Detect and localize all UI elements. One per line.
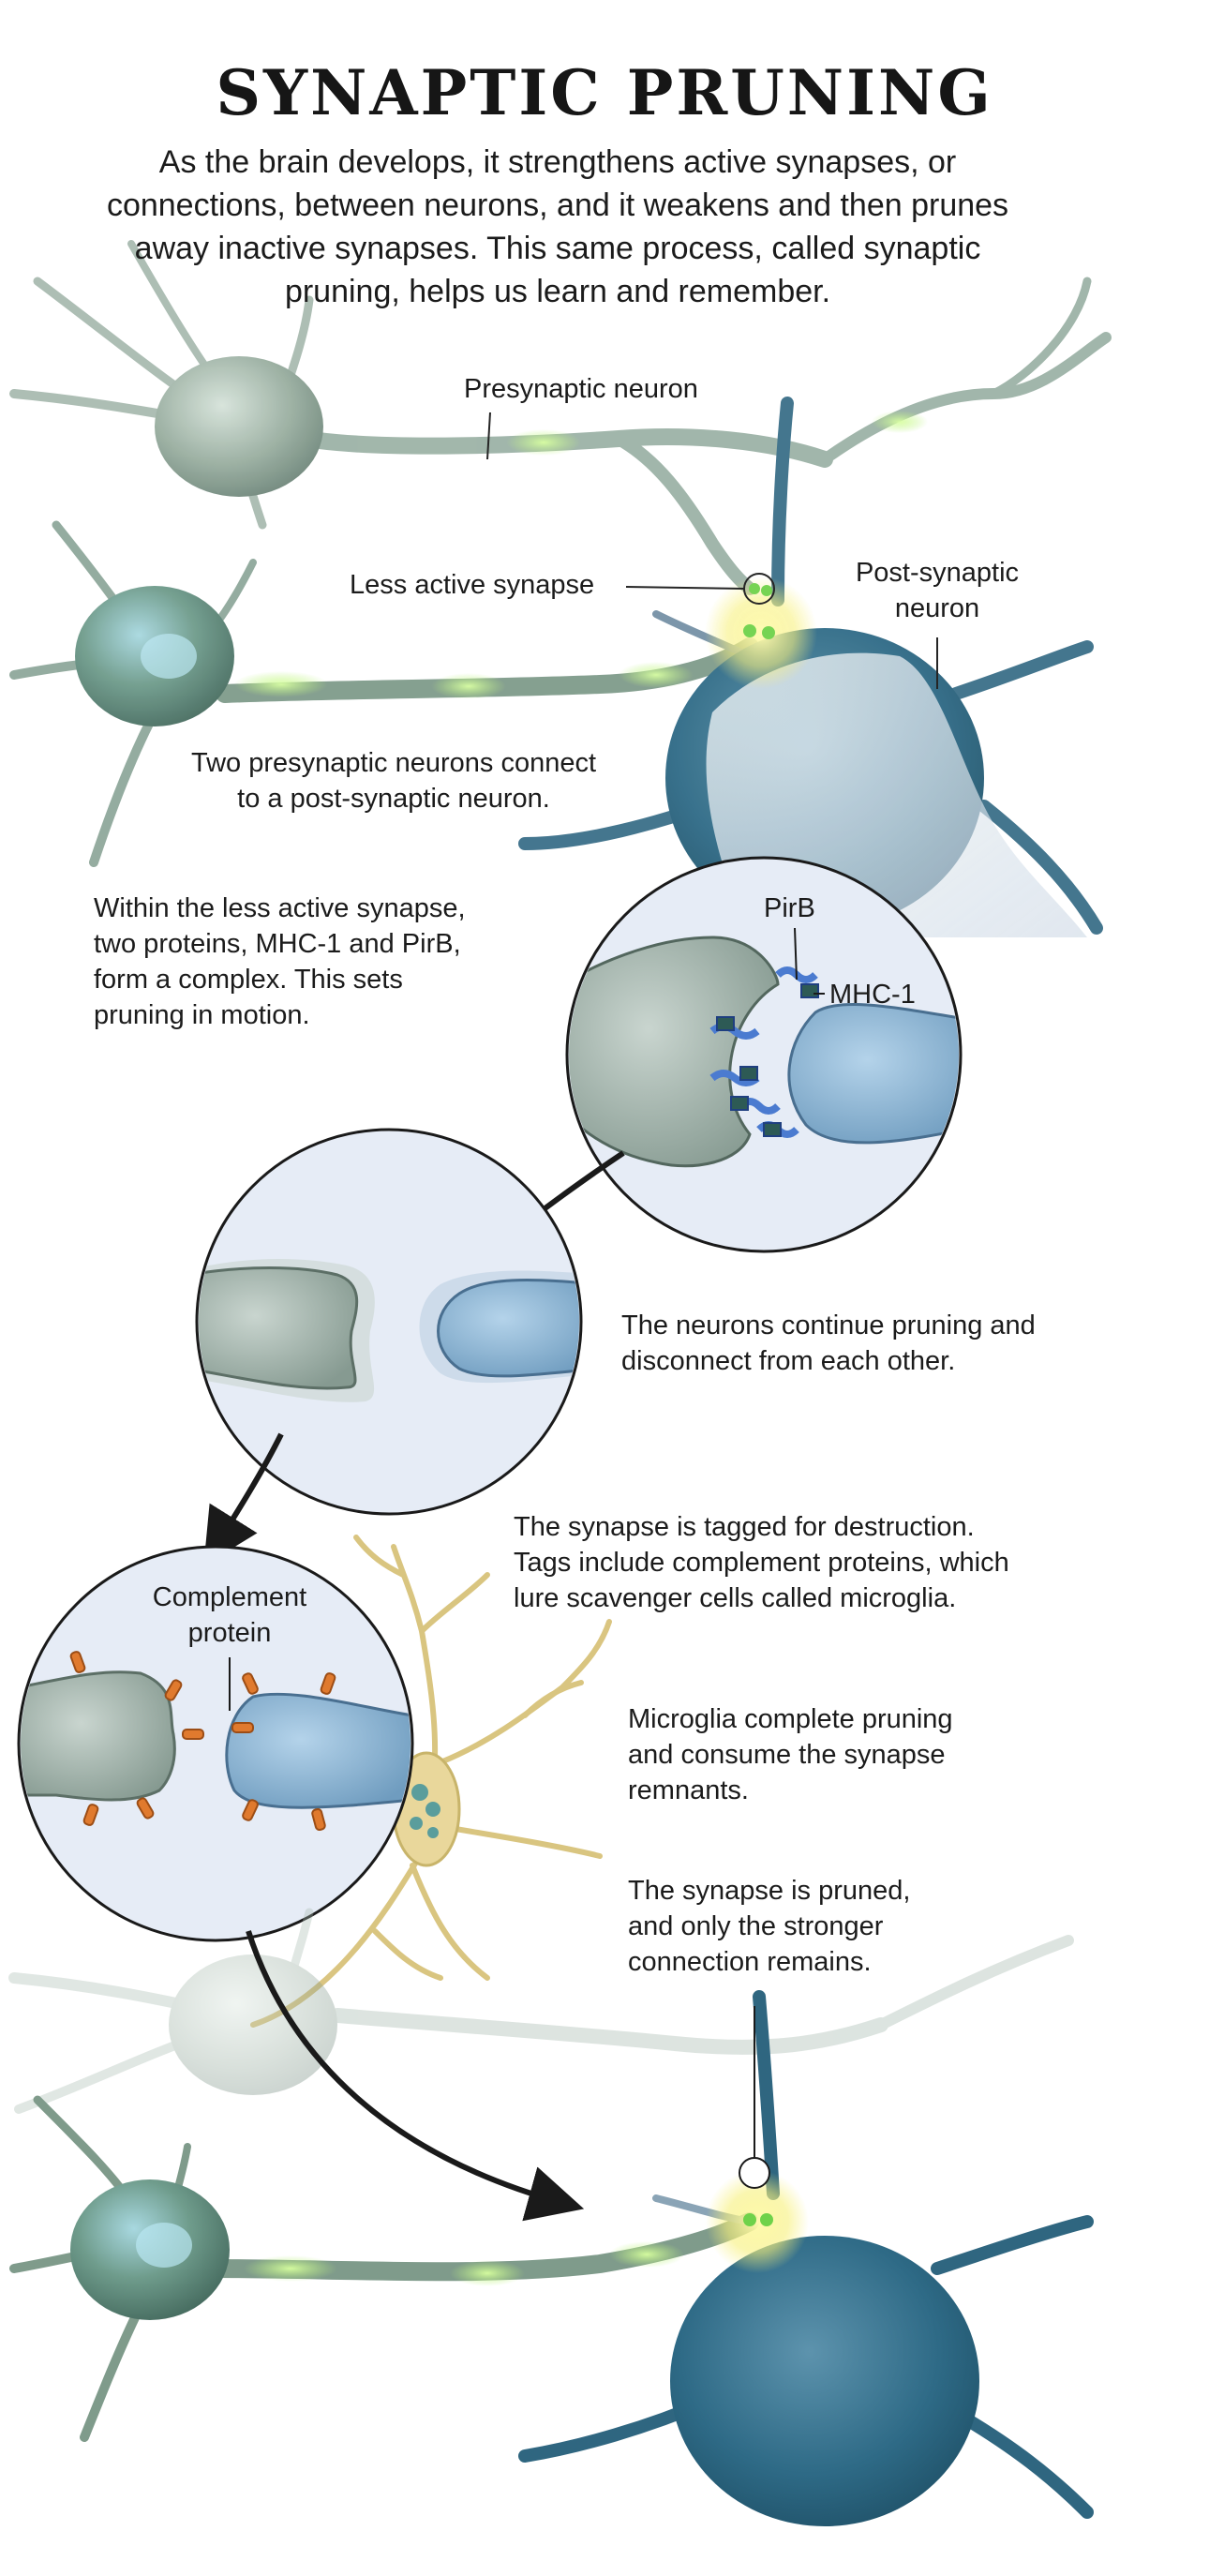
intro-paragraph: As the brain develops, it strengthens ac…	[106, 144, 1009, 309]
caption-step-5: Microglia complete pruning and consume t…	[628, 1701, 1059, 1808]
caption-step-5-line2: and consume the synapse	[628, 1740, 946, 1770]
caption-step-5-line3: remnants.	[628, 1775, 749, 1805]
caption-step-4-line2: Tags include complement proteins, which	[514, 1548, 1009, 1578]
label-complement-line1: Complement	[152, 1582, 307, 1612]
caption-step-2-line4: pruning in motion.	[94, 1000, 310, 1030]
post-synaptic-neuron-bottom	[518, 1990, 1094, 2526]
caption-step-3: The neurons continue pruning and disconn…	[621, 1308, 1146, 1379]
label-presynaptic-neuron: Presynaptic neuron	[464, 374, 698, 404]
caption-step-6-line2: and only the stronger	[628, 1911, 884, 1941]
active-presynaptic-neuron	[9, 2095, 759, 2442]
arrow-step-4-to-6	[246, 1930, 585, 2222]
label-pirb: PirB	[764, 893, 815, 923]
caption-step-6-line1: The synapse is pruned,	[628, 1876, 911, 1906]
faded-presynaptic-neuron	[8, 1908, 1074, 2114]
complement-proteins	[69, 1651, 336, 1832]
circle-disconnecting	[195, 1128, 583, 1516]
caption-step-2-line1: Within the less active synapse,	[94, 893, 466, 923]
caption-step-4-line1: The synapse is tagged for destruction.	[514, 1512, 975, 1542]
microglia-contents	[410, 1784, 440, 1838]
caption-step-2-line2: two proteins, MHC-1 and PirB,	[94, 929, 461, 959]
caption-step-1-line1: Two presynaptic neurons connect	[190, 748, 597, 778]
label-complement-line2: protein	[187, 1618, 272, 1648]
page-title: SYNAPTIC PRUNING	[216, 56, 993, 129]
caption-step-3-line1: The neurons continue pruning and	[621, 1310, 1036, 1340]
caption-step-6: The synapse is pruned, and only the stro…	[628, 1873, 1059, 1980]
label-post-synaptic-neuron: Post-synaptic neuron	[825, 555, 1050, 626]
presynaptic-neuron-lower	[9, 520, 759, 867]
caption-step-1: Two presynaptic neurons connect to a pos…	[141, 745, 647, 816]
caption-step-3-line2: disconnect from each other.	[621, 1346, 956, 1376]
arrow-step-3-to-4	[203, 1432, 284, 1566]
caption-step-2: Within the less active synapse, two prot…	[94, 891, 581, 1033]
caption-step-6-line3: connection remains.	[628, 1947, 872, 1977]
caption-step-4: The synapse is tagged for destruction. T…	[514, 1509, 1170, 1616]
bottom-neuron-scene	[8, 1908, 1094, 2526]
label-less-active-synapse: Less active synapse	[350, 570, 595, 600]
caption-step-1-line2: to a post-synaptic neuron.	[237, 784, 550, 814]
caption-step-2-line3: form a complex. This sets	[94, 965, 403, 995]
label-complement-protein: Complement protein	[122, 1580, 337, 1651]
label-mhc-1: MHC-1	[829, 980, 916, 1010]
circle-protein-complex	[565, 856, 963, 1253]
caption-step-5-line1: Microglia complete pruning	[628, 1704, 953, 1734]
presynaptic-neuron-upper	[9, 240, 1112, 595]
circle-complement	[17, 1545, 414, 1942]
post-synaptic-neuron-top	[518, 397, 1103, 937]
label-post-synaptic-line2: neuron	[894, 593, 980, 623]
protein-complexes	[709, 966, 819, 1138]
label-post-synaptic-line1: Post-synaptic	[855, 558, 1020, 588]
caption-step-4-line3: lure scavenger cells called microglia.	[514, 1583, 957, 1613]
